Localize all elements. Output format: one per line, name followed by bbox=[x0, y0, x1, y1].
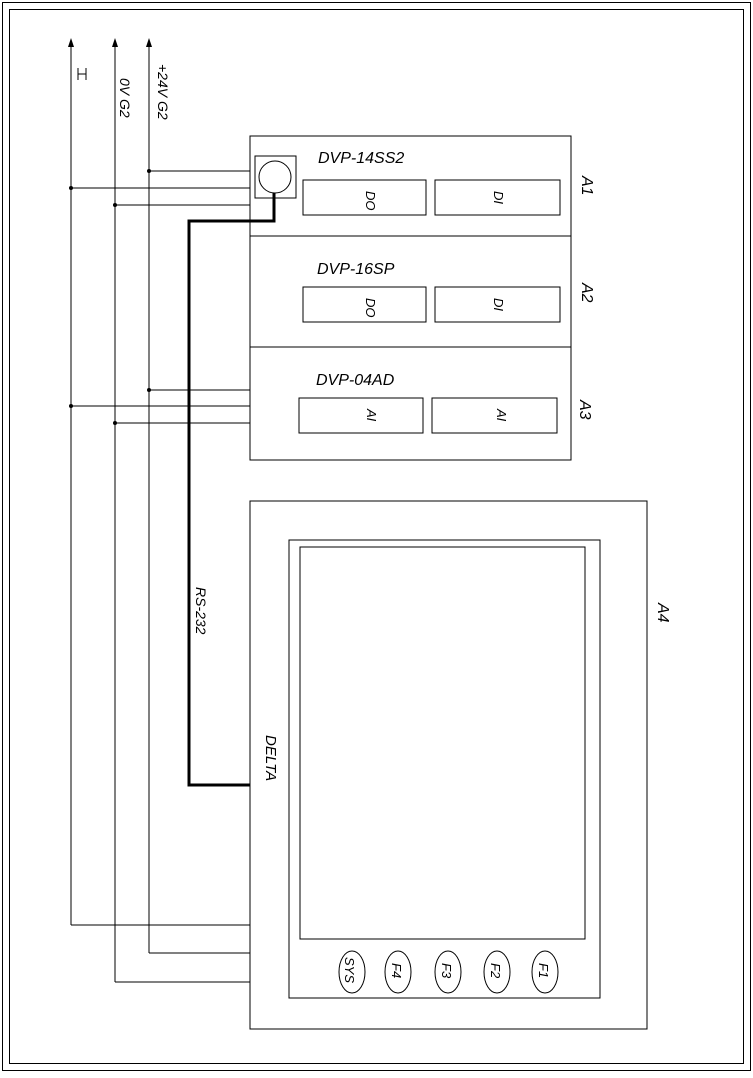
a2-port-left bbox=[302, 286, 427, 323]
a2-port-right-label: DI bbox=[491, 298, 506, 311]
hmi-key-f3-label: F3 bbox=[439, 963, 454, 979]
a1-power-wires bbox=[69, 169, 250, 207]
a2-port-left-label: DO bbox=[363, 298, 378, 318]
hmi-key-f2-label: F2 bbox=[488, 963, 503, 979]
a3-port-left bbox=[298, 397, 424, 434]
hmi-key-f1: F1 bbox=[531, 950, 559, 994]
a3-model: DVP-04AD bbox=[316, 372, 395, 389]
plus24-label: +24V G2 bbox=[155, 64, 171, 120]
hmi-brand: DELTA bbox=[262, 735, 279, 781]
rs232-label: RS-232 bbox=[193, 587, 209, 635]
hmi-key-sys-label: SYS bbox=[342, 957, 357, 983]
a3-port-right-label: AI bbox=[494, 408, 509, 422]
comm-port-block bbox=[254, 155, 297, 199]
hmi-key-f3: F3 bbox=[434, 950, 462, 994]
a2-model: DVP-16SP bbox=[317, 261, 395, 278]
a1-port-right-label: DI bbox=[491, 191, 506, 204]
a1-port-left bbox=[302, 179, 427, 216]
a1-port-right bbox=[434, 179, 561, 216]
hmi-key-f2: F2 bbox=[483, 950, 511, 994]
zero-volt-rail-arrow bbox=[112, 38, 118, 47]
hmi-screen bbox=[299, 546, 586, 940]
hmi-designator: A4 bbox=[654, 602, 671, 623]
a1-model: DVP-14SS2 bbox=[318, 150, 404, 167]
hmi-key-f1-label: F1 bbox=[536, 963, 551, 978]
a1-designator: A1 bbox=[578, 175, 595, 196]
a3-power-wires bbox=[69, 388, 250, 425]
a2-designator: A2 bbox=[578, 282, 595, 303]
a2-port-right bbox=[434, 286, 561, 323]
a4-power-wires bbox=[71, 924, 250, 983]
hmi-key-sys: SYS bbox=[338, 950, 366, 994]
a3-port-right bbox=[431, 397, 558, 434]
hmi-panel: A4 DELTA SYS F4 F3 F2 F1 bbox=[249, 500, 671, 1030]
zero-volt-label: 0V G2 bbox=[117, 78, 133, 118]
plc-rack: DVP-14SS2 DO DI A1 DVP-16SP DO DI A2 DVP… bbox=[249, 135, 595, 461]
supply-rails: 0V G2 +24V G2 bbox=[68, 38, 171, 982]
a1-port-left-label: DO bbox=[363, 191, 378, 211]
a3-port-left-label: AI bbox=[364, 408, 379, 422]
plus24-rail-arrow bbox=[146, 38, 152, 47]
ground-rail-arrow bbox=[68, 38, 74, 47]
a3-designator: A3 bbox=[576, 399, 593, 420]
inner-frame bbox=[9, 9, 744, 1064]
rs232-cable: RS-232 bbox=[187, 193, 276, 787]
hmi-key-f4-label: F4 bbox=[389, 963, 404, 978]
ground-icon bbox=[77, 68, 87, 80]
hmi-key-f4: F4 bbox=[384, 950, 412, 994]
